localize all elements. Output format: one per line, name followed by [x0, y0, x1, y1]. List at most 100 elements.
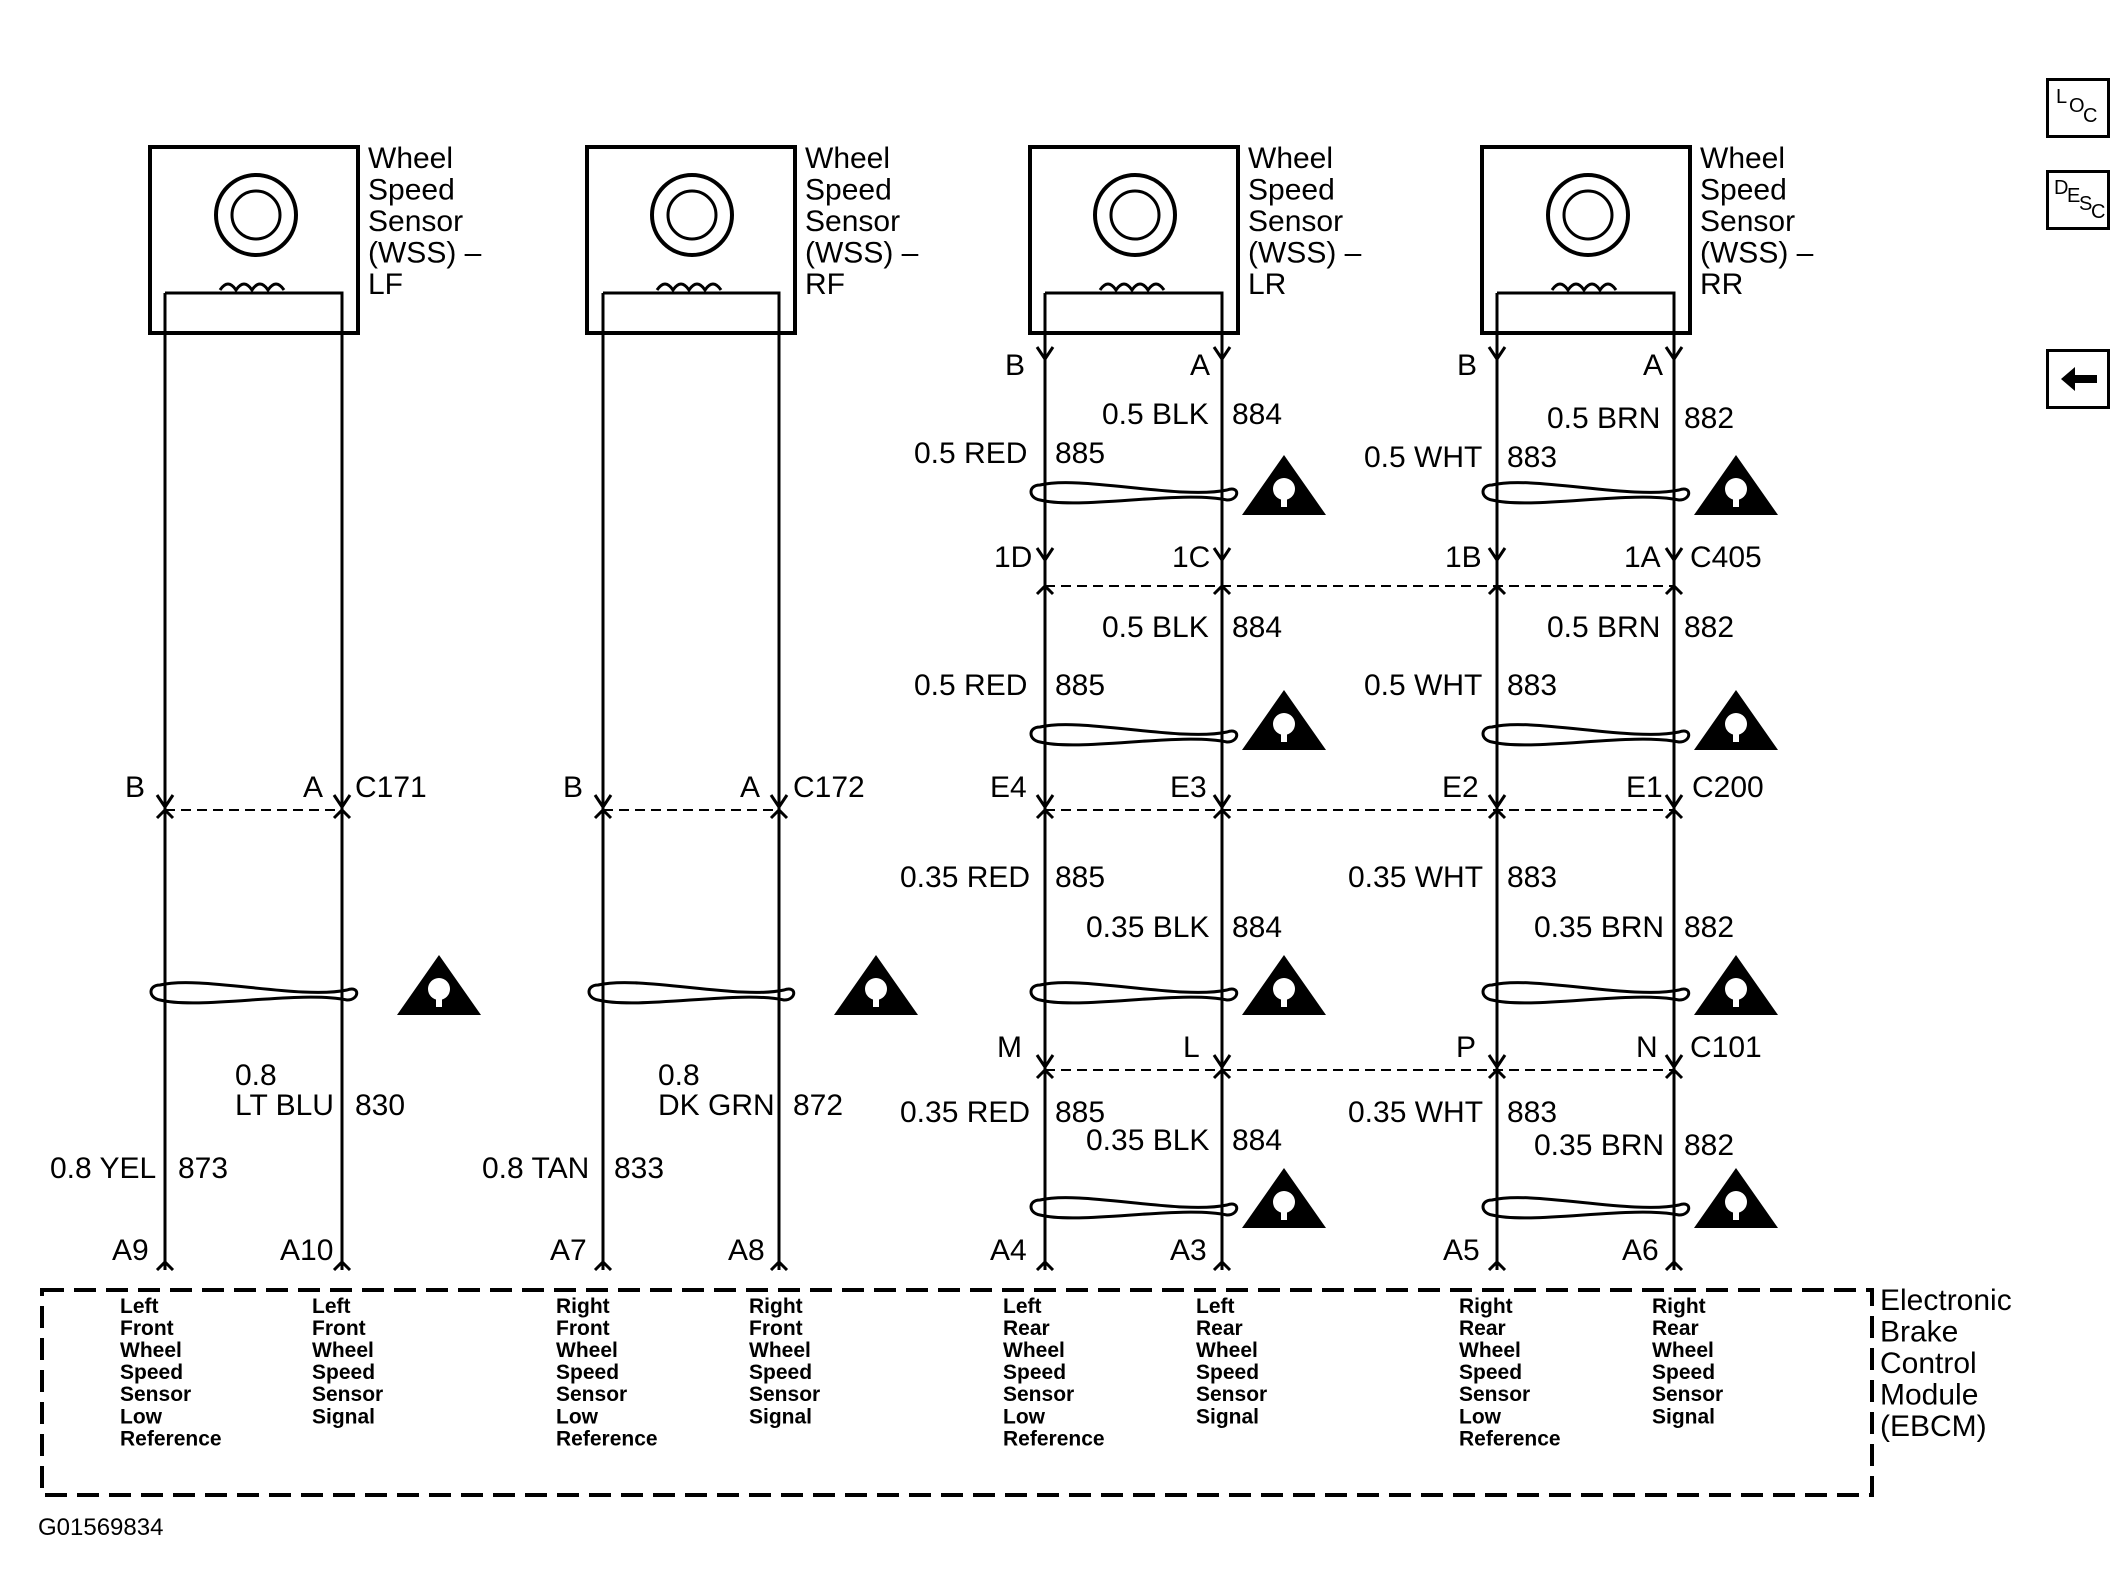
circuit-number: 885	[1055, 669, 1105, 702]
pin-label: A	[1643, 349, 1663, 382]
pin-label: A10	[280, 1234, 333, 1267]
wire-color: 0.35 RED	[900, 1096, 1030, 1129]
circuit-number: 882	[1684, 611, 1734, 644]
connector-label: C200	[1692, 771, 1764, 804]
connector-label: C172	[793, 771, 865, 804]
pin-label: P	[1456, 1031, 1476, 1064]
circuit-number: 883	[1507, 1096, 1557, 1129]
wire-color: 0.35 WHT	[1348, 861, 1483, 894]
circuit-number: 883	[1507, 441, 1557, 474]
wire-labels: 0.5 BLK 884 0.5 RED 885 0.5 BRN 882 0.5 …	[50, 398, 1734, 1185]
pin-label: A8	[728, 1234, 765, 1267]
circuit-number: 872	[793, 1089, 843, 1122]
wire-color: 0.35 BRN	[1534, 1129, 1664, 1162]
wire-color: 0.5 BLK	[1102, 611, 1209, 644]
pin-label: 1C	[1172, 541, 1210, 574]
pin-label: M	[997, 1031, 1022, 1064]
connector-label: C101	[1690, 1031, 1762, 1064]
wire-color: DK GRN	[658, 1089, 775, 1122]
warning-icon	[1242, 1168, 1326, 1228]
pin-label: A6	[1622, 1234, 1659, 1267]
circuit-number: 885	[1055, 437, 1105, 470]
circuit-number: 884	[1232, 611, 1282, 644]
pin-labels: B A C171 B A C172 B A B A 1D 1C 1B 1A C4…	[112, 349, 1764, 1267]
warning-icon	[1694, 690, 1778, 750]
ebcm-module-box	[40, 1288, 1874, 1497]
connector-dashes	[165, 585, 1674, 1071]
pin-label: E4	[990, 771, 1027, 804]
description-button[interactable]: D E S C	[2046, 170, 2110, 230]
pin-label: 1D	[994, 541, 1032, 574]
wire-color: 0.5 WHT	[1364, 669, 1482, 702]
left-arrow-icon	[2061, 367, 2097, 391]
circuit-number: 830	[355, 1089, 405, 1122]
pin-label: A5	[1443, 1234, 1480, 1267]
figure-id: G01569834	[38, 1514, 163, 1541]
pin-label: A7	[550, 1234, 587, 1267]
back-button[interactable]	[2046, 349, 2110, 409]
wire-gauge: 0.8	[658, 1059, 700, 1092]
wire-color: 0.5 WHT	[1364, 441, 1482, 474]
pin-label: N	[1636, 1031, 1658, 1064]
circuit-number: 882	[1684, 402, 1734, 435]
wire-color: LT BLU	[235, 1089, 334, 1122]
wire-color: 0.35 RED	[900, 861, 1030, 894]
desc-letter-d: D	[2054, 177, 2069, 199]
wire-color: 0.35 BRN	[1534, 911, 1664, 944]
circuit-number: 882	[1684, 911, 1734, 944]
circuit-number: 884	[1232, 398, 1282, 431]
warning-icon	[1242, 455, 1326, 515]
circuit-number: 884	[1232, 1124, 1282, 1157]
connector-label: C405	[1690, 541, 1762, 574]
circuit-number: 883	[1507, 861, 1557, 894]
circuit-number: 884	[1232, 911, 1282, 944]
pin-label: E2	[1442, 771, 1479, 804]
desc-letter-s: S	[2079, 193, 2093, 215]
pin-label: B	[563, 771, 583, 804]
pin-label: A	[740, 771, 760, 804]
circuit-number: 883	[1507, 669, 1557, 702]
wire-color: 0.5 BLK	[1102, 398, 1209, 431]
wire-color: 0.5 BRN	[1547, 402, 1660, 435]
pin-label: 1B	[1445, 541, 1482, 574]
twisted-pairs	[149, 481, 1691, 1220]
wires	[163, 333, 1676, 1270]
pin-label: B	[1457, 349, 1477, 382]
warning-icon	[1242, 955, 1326, 1015]
connector-arrows	[155, 346, 1684, 1272]
loc-letter-c: C	[2083, 105, 2098, 127]
desc-letter-e: E	[2067, 185, 2081, 207]
desc-letter-c: C	[2091, 201, 2106, 223]
connector-label: C171	[355, 771, 427, 804]
wire-color: 0.5 RED	[914, 669, 1027, 702]
location-button[interactable]: L O C	[2046, 78, 2110, 138]
warning-icon	[1694, 455, 1778, 515]
pin-label: A	[1190, 349, 1210, 382]
circuit-number: 885	[1055, 861, 1105, 894]
loc-letter-l: L	[2056, 86, 2068, 108]
pin-label: B	[1005, 349, 1025, 382]
wire-color: 0.8 YEL	[50, 1152, 156, 1185]
pin-label: E1	[1626, 771, 1663, 804]
pin-label: A9	[112, 1234, 149, 1267]
pin-label: A4	[990, 1234, 1027, 1267]
warning-icon	[834, 955, 918, 1015]
wire-color: 0.5 BRN	[1547, 611, 1660, 644]
pin-label: A	[303, 771, 323, 804]
circuit-number: 833	[614, 1152, 664, 1185]
pin-label: 1A	[1624, 541, 1661, 574]
pin-label: L	[1183, 1031, 1200, 1064]
pin-label: A3	[1170, 1234, 1207, 1267]
